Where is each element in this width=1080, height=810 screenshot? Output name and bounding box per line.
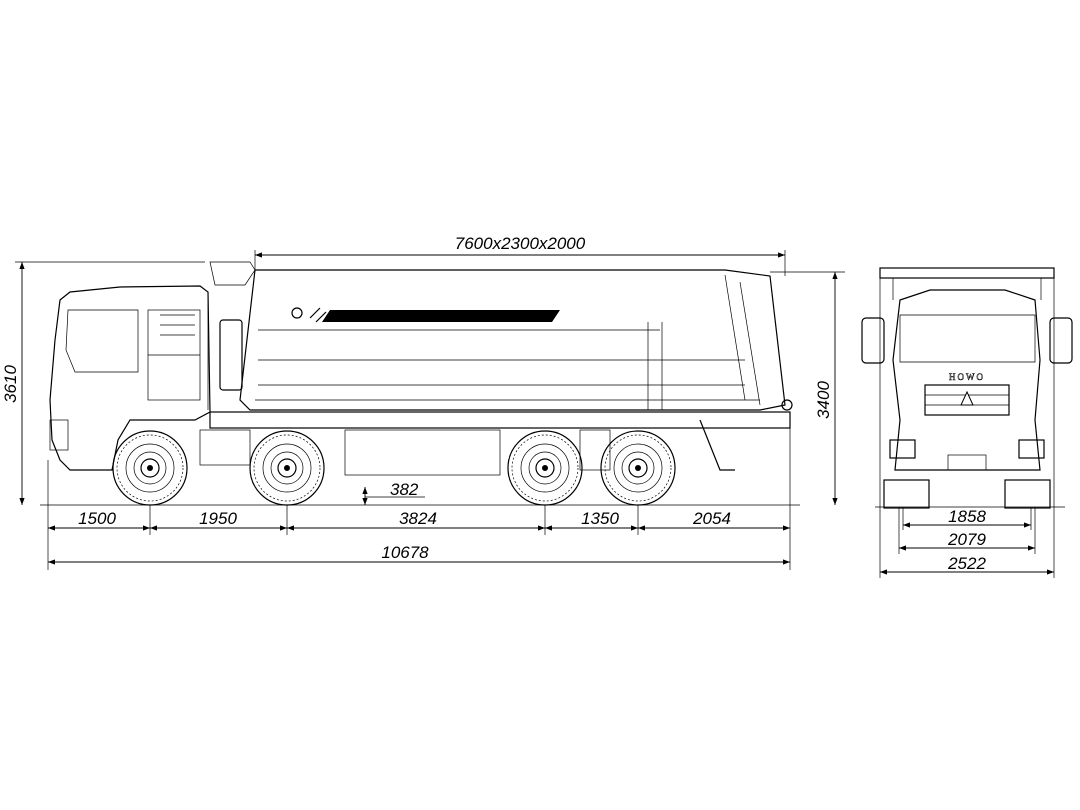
body-stripe [322,310,560,322]
grille [924,384,1010,416]
brand-emblem [291,307,303,319]
side-view: 7600x2300x2000 3610 3400 382 1500 1950 3… [1,234,845,570]
wheel-front-1 [112,430,188,506]
chassis [199,399,793,476]
front-overhang-label: 1500 [78,509,116,528]
wheelbase-3-4-label: 1350 [581,509,619,528]
mirror-left [861,317,885,364]
body-height-label: 3400 [814,381,833,419]
wheel-front-2 [249,430,325,506]
overall-width-label: 2522 [947,554,986,573]
cab-front [892,289,1041,471]
front-track-label: 1858 [948,507,986,526]
front-view: HOWO 1858 2079 2522 [861,267,1073,578]
overall-height-label: 3610 [1,365,20,403]
wheel-left [883,479,930,509]
wheel-right [1004,479,1051,509]
dump-body [209,261,786,411]
mirror-right [1049,317,1073,364]
wheel-rear-2 [600,430,676,506]
cab [49,285,243,471]
wheelbase-1-2-label: 1950 [199,509,237,528]
body-dimensions-label: 7600x2300x2000 [455,234,586,253]
rear-overhang-label: 2054 [692,509,731,528]
ground-clearance-label: 382 [390,480,419,499]
wheelbase-2-3-label: 3824 [399,509,437,528]
rear-track-label: 2079 [947,530,986,549]
body-top [879,267,1055,279]
overall-length-label: 10678 [381,543,429,562]
logo-text: HOWO [949,372,985,382]
wheel-rear-1 [507,430,583,506]
side-dimensions: 7600x2300x2000 3610 3400 382 1500 1950 3… [1,234,845,570]
